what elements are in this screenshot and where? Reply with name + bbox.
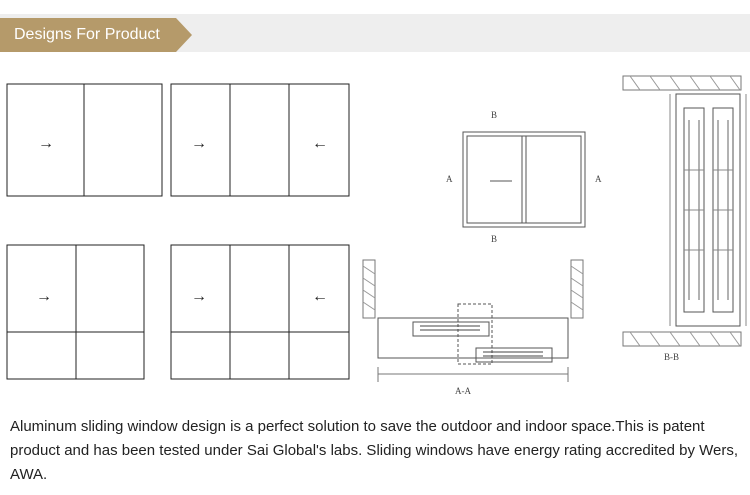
- section-tag: [0, 18, 192, 52]
- slide-arrow-icon: →: [38, 135, 54, 152]
- section-label-b-bottom: B: [491, 234, 497, 244]
- product-drawings: → → ← → → ←: [0, 60, 750, 400]
- slide-arrow-icon: ←: [312, 135, 328, 152]
- section-label-aa: A-A: [455, 386, 471, 396]
- slide-arrow-icon: →: [191, 288, 207, 305]
- window-layout-two-panel-transom: [6, 244, 145, 380]
- window-layout-two-panel: [6, 83, 163, 197]
- window-layout-three-panel-transom: [170, 244, 350, 380]
- window-layout-three-panel: [170, 83, 350, 197]
- section-aa-drawing: [362, 259, 584, 382]
- section-label-b-top: B: [491, 110, 497, 120]
- slide-arrow-icon: →: [191, 135, 207, 152]
- section-bb-drawing: [622, 75, 747, 347]
- slide-arrow-icon: →: [36, 288, 52, 305]
- product-description: Aluminum sliding window design is a perf…: [10, 418, 739, 483]
- section-label-a-left: A: [446, 174, 453, 184]
- section-label-a-right: A: [595, 174, 602, 184]
- slide-arrow-icon: ←: [312, 288, 328, 305]
- section-title: Designs For Product: [14, 26, 160, 43]
- window-elevation-drawing: [462, 131, 586, 228]
- section-label-bb: B-B: [664, 352, 679, 362]
